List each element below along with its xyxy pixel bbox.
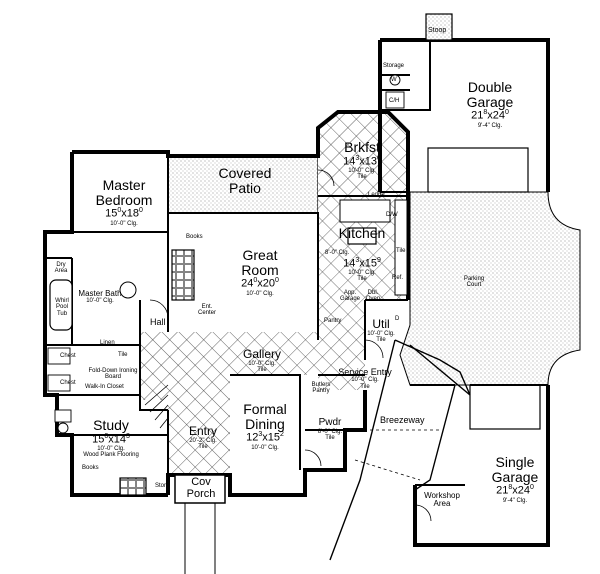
dbl-oven-note: Dbl. Oven [365, 290, 381, 303]
cov-porch-area [174, 474, 226, 504]
chest-1-note: Chest [60, 353, 76, 359]
butlers-pantry-note: Butlers Pantry [311, 382, 331, 395]
chest-2-note: Chest [60, 380, 76, 386]
door-swings [149, 169, 432, 522]
breezeway [329, 339, 471, 561]
entry-label: Entry 20'-2" Clg. Tile [188, 424, 217, 450]
dw-note: D/W [386, 212, 398, 218]
workshop-area-label: Workshop Area [424, 491, 460, 509]
fireplace [171, 249, 195, 301]
service-entry-label: Service Entry 10'-0" Clg. Tile [338, 367, 392, 390]
double-garage-label: Double Garage 218x240 9'-4" Clg. [466, 79, 514, 129]
closet-chests [47, 347, 71, 392]
gallery-tile-area [168, 300, 365, 390]
kitchen-clg-note: 8'-0" Clg. [325, 250, 350, 256]
util-label: Util 10'-0" Clg. Tile [367, 317, 395, 343]
gallery-label: Gallery 10'-0" Clg. Tile [242, 347, 281, 373]
w-note: W [391, 77, 397, 83]
appliance-circles [54, 74, 405, 434]
parking-court-area [399, 191, 581, 386]
storage-label: Storage [383, 63, 405, 69]
great-room-label: Great Room 240x200 10'-0" Clg. [241, 247, 279, 297]
study-label: Study 150x143 10'-0" Clg. Wood Plank Flo… [83, 417, 139, 459]
books-great-note: Books [186, 234, 203, 240]
single-garage-label: Single Garage 218x240 9'-4" Clg. [491, 454, 539, 504]
breezeway-label: Breezeway [380, 415, 425, 425]
hall-tile-area [140, 332, 168, 400]
pantry-note: Pantry [324, 318, 342, 324]
front-walk [184, 503, 216, 574]
formal-dining-label: Formal Dining 123x152 10'-0" Clg. [243, 401, 287, 451]
entry-stairs [144, 384, 169, 429]
stoop-box [425, 13, 453, 41]
kitchen-island [347, 227, 377, 245]
ent-center-note: Ent. Center [197, 304, 216, 317]
covered-patio-area [167, 155, 319, 214]
covered-patio-label: Covered Patio [218, 165, 272, 196]
ref-note: Ref. [392, 275, 404, 281]
stor-note: Stor. [155, 483, 168, 489]
kitchen-tile-area [318, 196, 408, 325]
stoop-label: Stoop [428, 27, 447, 34]
linen-note: Linen [100, 340, 115, 346]
kitchen-counter-right [394, 199, 408, 296]
walk-in-note: Walk-In Closet [85, 384, 124, 390]
hall-label: Hall [150, 317, 166, 327]
garage-doors [427, 147, 541, 430]
cov-porch-label: Cov Porch [186, 476, 216, 500]
master-bedroom-label: Master Bedroom 150x180 10'-0" Clg. [95, 177, 153, 227]
master-bath-label: Master Bath 10'-0" Clg. [78, 289, 122, 305]
brkfst-label: Brkfst 143x130 10'-0" Clg. Tile [343, 139, 381, 181]
whirlpool-note: Whirl Pool Tub [55, 298, 69, 317]
kitchen-label: Kitchen 143x159 10'-0" Clg. Tile [338, 225, 386, 283]
study-fireplace [119, 477, 147, 496]
bath-vanity-circle [119, 281, 137, 299]
entry-tile-area [168, 375, 230, 475]
whirlpool-tub [49, 279, 73, 331]
tile-k-note: Tile [396, 248, 406, 254]
d-note: D [395, 316, 400, 322]
parking-court-label: Parking Court [463, 276, 485, 289]
fold-down-note: Fold-Down Ironing Board [88, 368, 138, 381]
ledge [339, 199, 391, 223]
ch-note: C/H [389, 98, 400, 104]
interior-walls [45, 40, 548, 486]
dry-area-note: Dry Area [54, 262, 68, 275]
breakfast-tile-area [318, 112, 408, 196]
app-garage-note: App. Garage [340, 290, 361, 303]
tile-mb-note: Tile [118, 352, 128, 358]
pwdr-label: Pwdr 8'-0" Clg. Tile [317, 417, 343, 441]
books-study-note: Books [82, 465, 99, 471]
ledge-note: Ledge [368, 192, 385, 198]
